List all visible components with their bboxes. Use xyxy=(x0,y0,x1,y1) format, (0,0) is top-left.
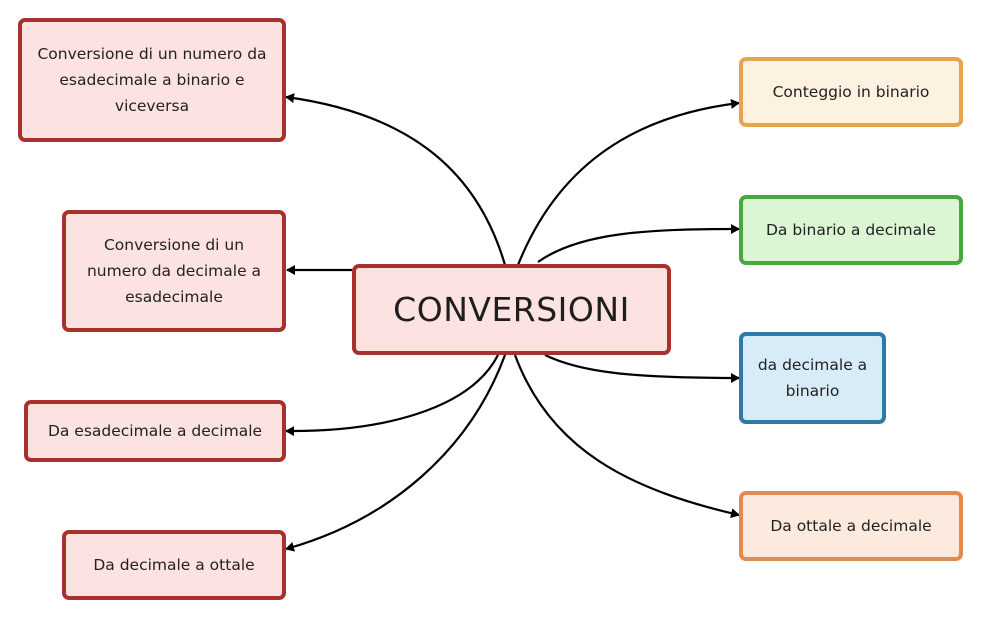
connector-hex-dec xyxy=(285,354,499,437)
node-hex-bin-label: Conversione di un numero da esadecimale … xyxy=(37,45,267,115)
node-bin-dec-label: Da binario a decimale xyxy=(766,221,936,239)
node-hex-bin[interactable]: Conversione di un numero da esadecimale … xyxy=(18,18,286,142)
connector-dec-oct xyxy=(285,354,507,552)
central-topic-label: CONVERSIONI xyxy=(393,289,630,329)
node-count-bin[interactable]: Conteggio in binario xyxy=(739,57,963,127)
node-dec-oct[interactable]: Da decimale a ottale xyxy=(62,530,286,600)
connector-oct-dec xyxy=(513,354,740,519)
node-dec-bin[interactable]: da decimale a binario xyxy=(739,332,886,424)
connector-count-bin xyxy=(516,99,740,266)
node-oct-dec-label: Da ottale a decimale xyxy=(770,517,932,535)
connector-bin-dec xyxy=(537,224,740,263)
node-count-bin-label: Conteggio in binario xyxy=(772,83,930,101)
connector-hex-bin xyxy=(285,93,507,266)
connector-dec-bin xyxy=(544,354,740,383)
central-topic[interactable]: CONVERSIONI xyxy=(352,264,671,355)
node-dec-hex-label: Conversione di un numero da decimale a e… xyxy=(86,236,262,306)
node-hex-dec-label: Da esadecimale a decimale xyxy=(47,422,263,440)
node-bin-dec[interactable]: Da binario a decimale xyxy=(739,195,963,265)
node-dec-bin-label: da decimale a binario xyxy=(757,356,868,400)
node-oct-dec[interactable]: Da ottale a decimale xyxy=(739,491,963,561)
node-dec-oct-label: Da decimale a ottale xyxy=(93,556,255,574)
node-dec-hex[interactable]: Conversione di un numero da decimale a e… xyxy=(62,210,286,332)
node-hex-dec[interactable]: Da esadecimale a decimale xyxy=(24,400,286,462)
